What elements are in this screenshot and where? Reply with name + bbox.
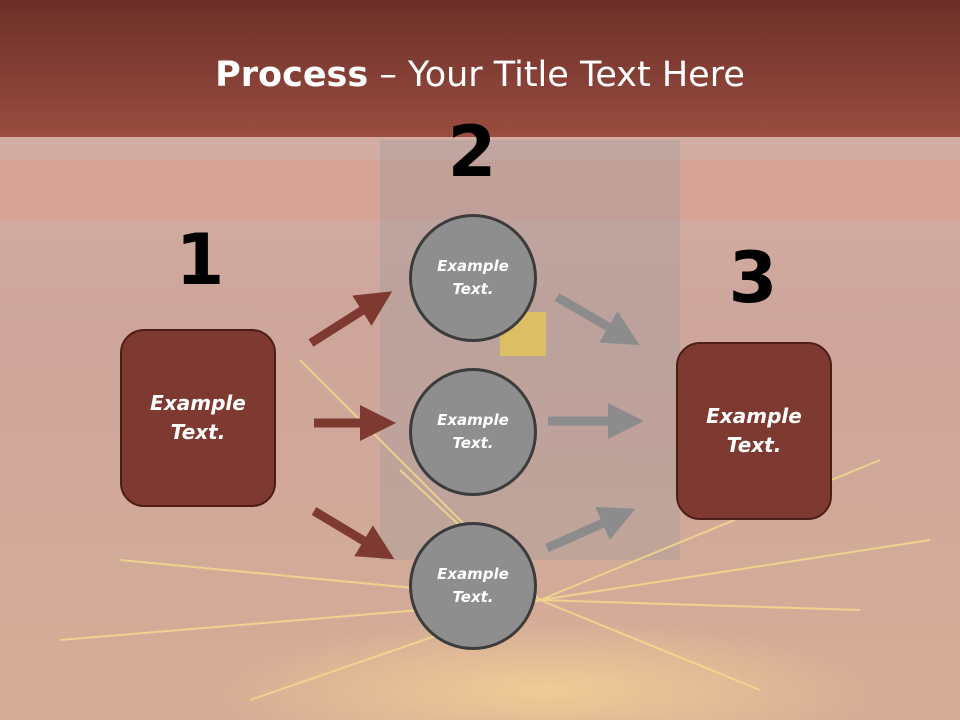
step-number-3: 3 bbox=[728, 237, 778, 319]
arrow-1-to-bottom bbox=[311, 507, 395, 560]
step-2-circle-bottom: Example Text. bbox=[409, 522, 537, 650]
circle-top-label: Example Text. bbox=[437, 257, 509, 298]
step-2-circle-top: Example Text. bbox=[409, 214, 537, 342]
title-bar bbox=[0, 0, 960, 137]
circle-middle-label: Example Text. bbox=[437, 411, 509, 452]
step-number-1: 1 bbox=[175, 219, 225, 301]
circle-bottom-label: Example Text. bbox=[437, 565, 509, 606]
arrow-1-to-top bbox=[308, 291, 393, 347]
step-1-box: Example Text. bbox=[120, 329, 276, 507]
step-number-2: 2 bbox=[447, 111, 497, 193]
page-title: Process – Your Title Text Here bbox=[0, 52, 960, 98]
arrow-bottom-to-3 bbox=[545, 506, 636, 553]
step-3-box: Example Text. bbox=[676, 342, 832, 520]
arrow-top-to-3 bbox=[554, 293, 640, 346]
title-bold: Process bbox=[215, 55, 369, 95]
step-3-label: Example Text. bbox=[706, 404, 802, 457]
step-1-label: Example Text. bbox=[150, 391, 246, 444]
step-2-circle-middle: Example Text. bbox=[409, 368, 537, 496]
title-rest: – Your Title Text Here bbox=[368, 55, 745, 95]
